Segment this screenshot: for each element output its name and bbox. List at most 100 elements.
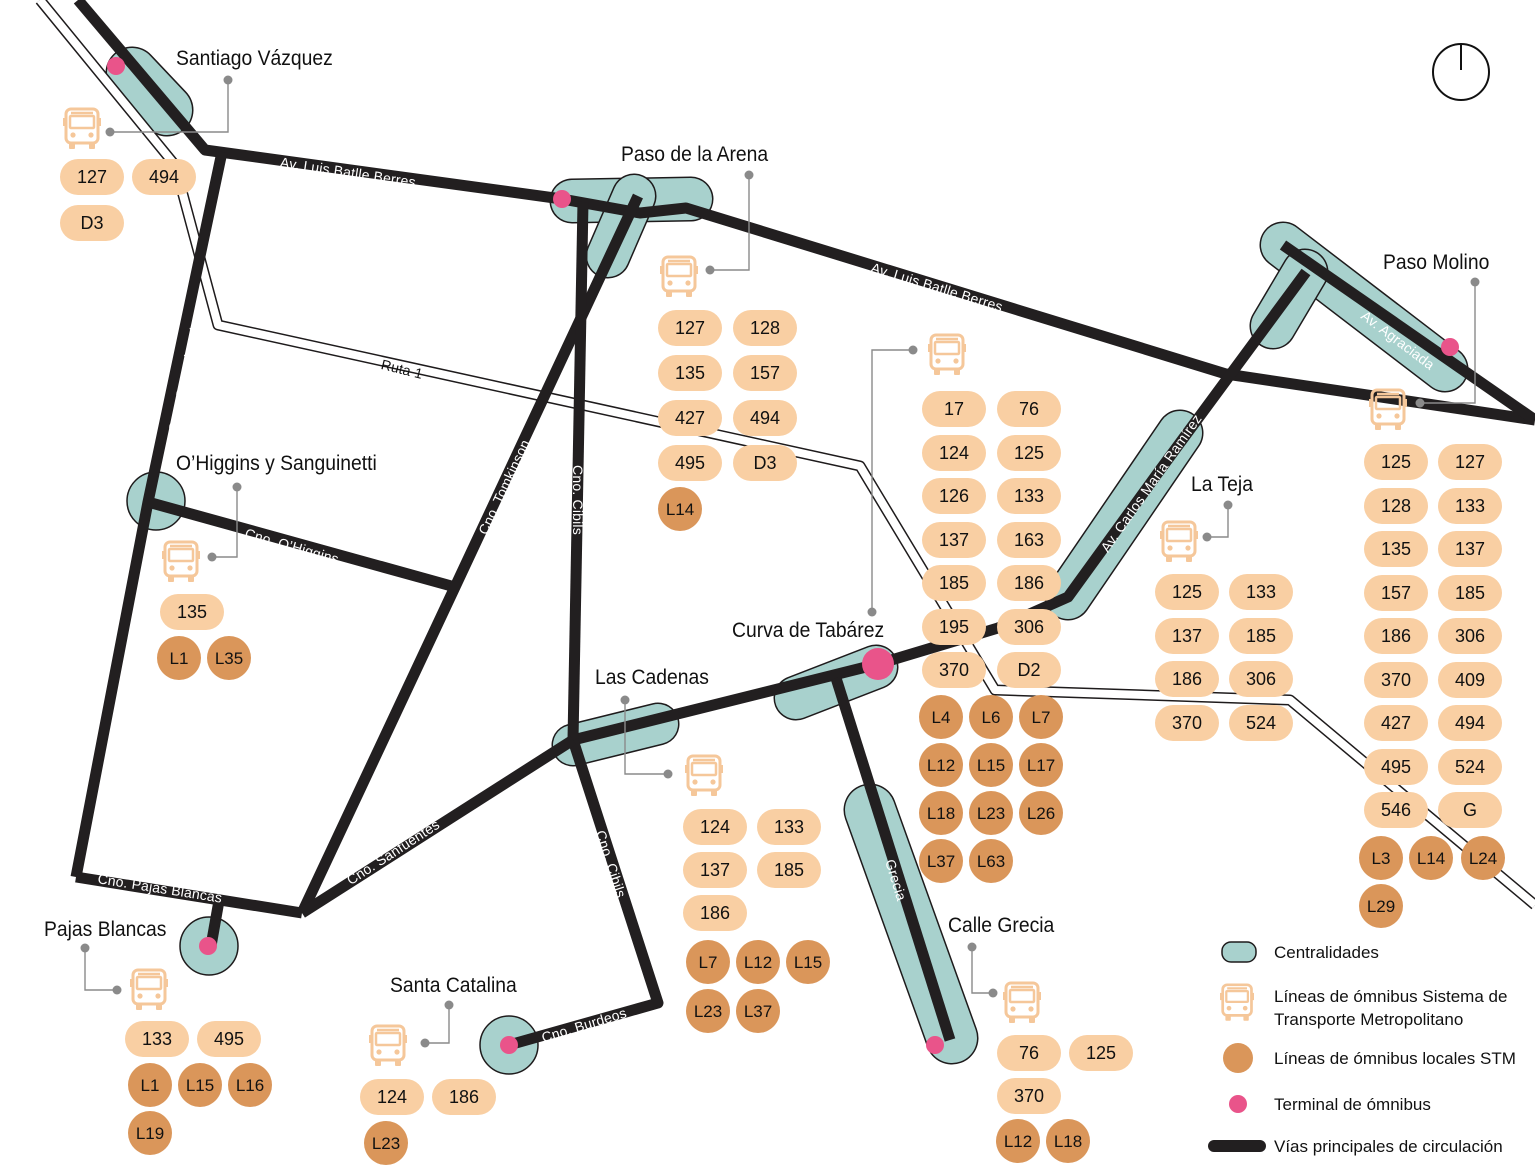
bus-icon-calle-grecia [1003, 981, 1041, 1023]
std-line-badge: 306 [1438, 618, 1502, 654]
leader-la-teja-dot-end [1223, 500, 1233, 510]
bus-icon-paso-de-la-arena [660, 255, 698, 297]
leaders-layer [80, 75, 1480, 1048]
std-line-badge: 137 [922, 521, 986, 558]
std-line-badge: D3 [60, 205, 124, 241]
legend-bus-icon [1220, 983, 1255, 1021]
std-line-badge: 125 [997, 434, 1061, 471]
terminal-paso-arena [553, 190, 571, 208]
terminal-calle-grecia [926, 1036, 944, 1054]
std-line-badge: 185 [1438, 574, 1502, 611]
std-line-badge: 186 [1364, 618, 1428, 654]
stm-line-badge: L4 [919, 695, 963, 739]
hub-name-calle-grecia: Calle Grecia [948, 914, 1055, 937]
std-line-badge: 133 [1438, 487, 1502, 524]
hub-name-santiago-vazquez: Santiago Vázquez [176, 47, 333, 70]
hub-name-curva-de-tabarez: Curva de Tabárez [732, 619, 885, 642]
std-line-badge: 128 [1364, 487, 1428, 524]
hub-name-las-cadenas: Las Cadenas [595, 666, 709, 689]
leader-la-teja [1207, 505, 1229, 538]
legend-label-terminal: Terminal de ómnibus [1274, 1095, 1431, 1114]
std-line-badge: 409 [1438, 661, 1502, 698]
terminal-curva-tabarez [862, 648, 894, 680]
north-arrow-icon [1432, 43, 1490, 101]
std-line-badge: 495 [197, 1021, 261, 1057]
terminal-santa-catalina [500, 1036, 518, 1054]
std-line-badge: 125 [1155, 574, 1219, 610]
std-line-badge: D3 [733, 445, 797, 481]
std-line-badge: 306 [997, 608, 1061, 645]
stm-line-badge: L29 [1359, 884, 1403, 928]
bus-icon-pajas-blancas [130, 968, 168, 1010]
std-line-badge: 186 [683, 895, 747, 931]
std-line-badge: 494 [733, 400, 797, 436]
terminals-layer [107, 57, 1459, 1054]
leader-pajas-blancas-dot-start [112, 985, 122, 995]
stm-line-badge: L12 [736, 940, 780, 984]
stm-line-badge: L37 [736, 989, 780, 1033]
std-line-badge: 137 [1438, 531, 1502, 567]
leader-ohiggins [212, 487, 238, 558]
hub-name-pajas-blancas: Pajas Blancas [44, 918, 167, 941]
leader-las-cadenas-dot-start [663, 769, 673, 779]
stm-line-badge: L23 [969, 791, 1013, 835]
std-line-badge: 135 [160, 594, 224, 630]
leader-las-cadenas-dot-end [620, 695, 630, 705]
road-cibils-north [567, 201, 589, 741]
std-line-badge: 135 [1364, 531, 1428, 567]
hub-name-ohiggins-sanguinetti: O’Higgins y Sanguinetti [176, 452, 377, 475]
leader-santiago-vazquez-dot-end [223, 75, 233, 85]
std-line-badge: 137 [1155, 617, 1219, 654]
std-line-badge: 370 [1155, 704, 1219, 741]
stm-line-badge: L1 [157, 636, 201, 680]
std-line-badge: 495 [658, 445, 722, 481]
bus-icon-curva-de-tabarez [928, 333, 966, 375]
bus-icon-santiago-vazquez [63, 107, 101, 149]
leader-curva [871, 349, 913, 612]
legend-label-centralidades: Centralidades [1274, 943, 1379, 962]
leader-santa-catalina [425, 1005, 450, 1044]
road-pajas-blancas [75, 871, 303, 919]
road-ohiggins [146, 496, 457, 593]
legend-centralidad-swatch [1221, 941, 1257, 963]
bus-icon-santa-catalina [369, 1024, 407, 1066]
stm-line-badge: L7 [686, 940, 730, 984]
std-line-badge: 427 [658, 400, 722, 436]
road-sanfuentes [299, 735, 576, 918]
stm-line-badge: L26 [1019, 791, 1063, 835]
std-line-badge: 186 [1155, 661, 1219, 697]
std-line-badge: 76 [997, 391, 1061, 427]
leader-paso-arena-dot-start [705, 265, 715, 275]
std-line-badge: 185 [757, 852, 821, 888]
std-line-badge: 127 [658, 310, 722, 346]
stm-line-badge: L16 [228, 1063, 272, 1107]
legend-label-main-roads: Vías principales de circulación [1274, 1137, 1503, 1156]
std-line-badge: 128 [733, 310, 797, 346]
stm-line-badge: L12 [996, 1119, 1040, 1163]
leader-paso-arena [710, 175, 750, 271]
stm-line-badge: L24 [1461, 836, 1505, 880]
std-line-badge: 186 [997, 565, 1061, 601]
leader-curva-dot-start [908, 345, 918, 355]
std-line-badge: 546 [1364, 792, 1428, 828]
terminal-paso-molino [1441, 338, 1459, 356]
std-line-badge: 133 [1229, 574, 1293, 610]
hub-name-paso-de-la-arena: Paso de la Arena [621, 143, 769, 166]
bus-icon-la-teja [1160, 520, 1198, 562]
bus-icon-las-cadenas [685, 754, 723, 796]
std-line-badge: 133 [125, 1021, 189, 1057]
road-grecia [830, 676, 956, 1042]
std-line-badge: 163 [997, 521, 1061, 558]
leader-ohiggins-dot-end [232, 482, 242, 492]
std-line-badge: 185 [1229, 617, 1293, 654]
road-label-cibils-north: Cno. Cibils [570, 465, 586, 535]
terminal-pajas-blancas [199, 937, 217, 955]
leader-calle-grecia [971, 947, 993, 994]
stm-line-badge: L12 [919, 743, 963, 787]
std-line-badge: 127 [1438, 444, 1502, 480]
std-line-badge: 494 [132, 159, 196, 195]
leader-paso-molino [1420, 282, 1476, 404]
std-line-badge: 124 [360, 1079, 424, 1115]
stm-line-badge: L14 [1409, 836, 1453, 880]
